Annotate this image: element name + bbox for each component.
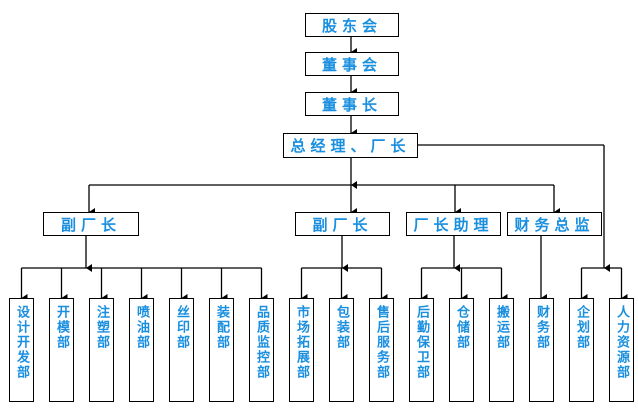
department-box: 包装部	[329, 298, 354, 402]
node-chairman-label: 董事长	[321, 95, 382, 114]
node-cfo-label: 财务总监	[514, 215, 595, 234]
department-box: 后勤保卫部	[409, 298, 434, 402]
department-box-label: 开模部	[54, 305, 69, 350]
node-chairman: 董事长	[305, 92, 399, 116]
department-box-label: 包装部	[334, 305, 349, 350]
node-shareholders: 股东会	[305, 13, 399, 37]
node-board-label: 董事会	[321, 55, 382, 74]
department-box: 设计开发部	[9, 298, 34, 402]
node-shareholders-label: 股东会	[321, 16, 382, 35]
department-box: 人力资源部	[609, 298, 634, 402]
department-box: 搬运部	[489, 298, 514, 402]
department-box: 品质监控部	[249, 298, 274, 402]
department-box: 装配部	[209, 298, 234, 402]
node-assistant-label: 厂长助理	[413, 215, 494, 234]
node-board: 董事会	[305, 52, 399, 76]
department-box: 注塑部	[89, 298, 114, 402]
department-box-label: 设计开发部	[14, 305, 29, 380]
node-vp1-label: 副厂长	[60, 215, 121, 234]
department-box: 开模部	[49, 298, 74, 402]
department-box-label: 丝印部	[174, 305, 189, 350]
department-box: 仓储部	[449, 298, 474, 402]
department-box-label: 企划部	[574, 305, 589, 350]
node-gm: 总经理、厂长	[283, 133, 418, 158]
department-box-label: 后勤保卫部	[414, 305, 429, 380]
node-gm-label: 总经理、厂长	[290, 137, 411, 155]
node-cfo: 财务总监	[507, 212, 602, 236]
department-box-label: 喷油部	[134, 305, 149, 350]
node-vp1: 副厂长	[43, 212, 139, 236]
department-box-label: 品质监控部	[254, 305, 269, 380]
department-box: 企划部	[569, 298, 594, 402]
department-box-label: 人力资源部	[614, 305, 629, 380]
department-box: 市场拓展部	[289, 298, 314, 402]
department-box-label: 注塑部	[94, 305, 109, 350]
department-box: 丝印部	[169, 298, 194, 402]
department-box-label: 装配部	[214, 305, 229, 350]
node-assistant: 厂长助理	[406, 212, 501, 236]
department-box-label: 搬运部	[494, 305, 509, 350]
department-box-label: 仓储部	[454, 305, 469, 350]
department-box-label: 市场拓展部	[294, 305, 309, 380]
node-vp2-label: 副厂长	[312, 215, 373, 234]
department-box: 财务部	[529, 298, 554, 402]
department-box: 售后服务部	[369, 298, 394, 402]
department-box-label: 售后服务部	[374, 305, 389, 380]
department-box: 喷油部	[129, 298, 154, 402]
node-vp2: 副厂长	[295, 212, 390, 236]
department-box-label: 财务部	[534, 305, 549, 350]
